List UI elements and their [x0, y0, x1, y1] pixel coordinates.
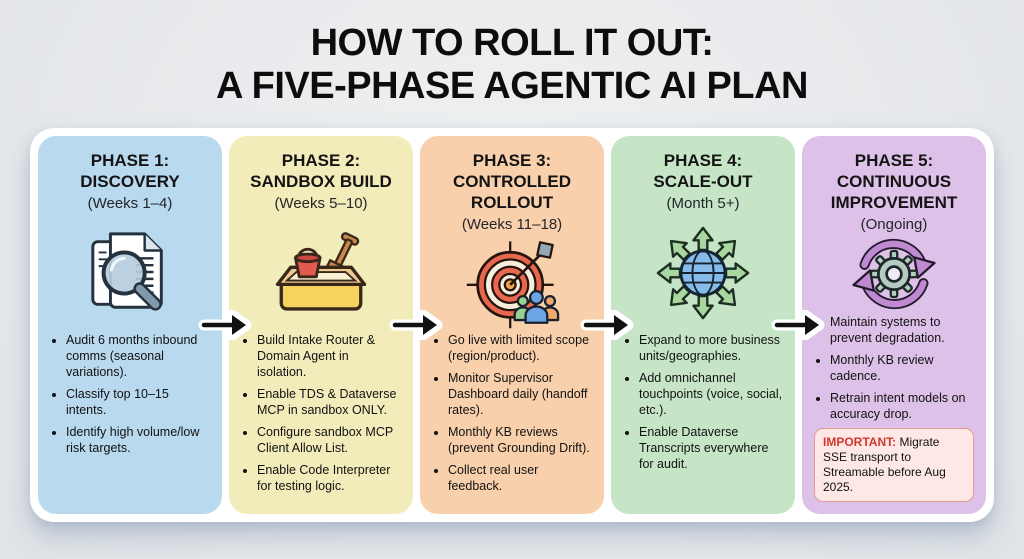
phase-1-bullets: Audit 6 months inbound comms (seasonal v…	[50, 332, 210, 502]
bullet: Enable Code Interpreter for testing logi…	[257, 462, 401, 494]
bullet: Build Intake Router & Domain Agent in is…	[257, 332, 401, 380]
bullet: Audit 6 months inbound comms (seasonal v…	[66, 332, 210, 380]
phase-1-label: DISCOVERY	[80, 172, 180, 191]
phase-2-name: PHASE 2:	[281, 151, 361, 170]
phase-4-card: PHASE 4: SCALE-OUT (Month 5+)	[611, 136, 795, 514]
important-note-label: IMPORTANT:	[823, 435, 897, 449]
bullet: Identify high volume/low risk targets.	[66, 424, 210, 456]
bullet: Retrain intent models on accuracy drop.	[830, 390, 974, 422]
phase-5-label: CONTINUOUS IMPROVEMENT	[830, 172, 958, 212]
bullet: Collect real user feedback.	[448, 462, 592, 494]
page-title-line2: A FIVE-PHASE AGENTIC AI PLAN	[216, 65, 808, 107]
phase-2-card: PHASE 2: SANDBOX BUILD (Weeks 5–10)	[229, 136, 413, 514]
important-note: IMPORTANT: Migrate SSE transport to Stre…	[814, 428, 974, 502]
phase-3-name: PHASE 3:	[472, 151, 552, 170]
phase-3-card: PHASE 3: CONTROLLED ROLLOUT (Weeks 11–18…	[420, 136, 604, 514]
phase-3-header: PHASE 3: CONTROLLED ROLLOUT (Weeks 11–18…	[432, 150, 592, 234]
phase-3-label: CONTROLLED ROLLOUT	[452, 172, 572, 212]
phase-2-subtitle: (Weeks 5–10)	[274, 195, 368, 212]
phase-1-card: PHASE 1: DISCOVERY (Weeks 1–4) Audit 6 m…	[38, 136, 222, 514]
phase-4-bullets: Expand to more business units/geographie…	[623, 332, 783, 502]
phase-1-subtitle: (Weeks 1–4)	[87, 195, 173, 212]
bullet: Go live with limited scope (region/produ…	[448, 332, 592, 364]
phase-2-header: PHASE 2: SANDBOX BUILD (Weeks 5–10)	[250, 150, 392, 213]
documents-magnifier-icon	[91, 231, 163, 311]
bullet: Enable TDS & Dataverse MCP in sandbox ON…	[257, 386, 401, 418]
phase-4-label: SCALE-OUT	[653, 172, 753, 191]
page-title-line1: HOW TO ROLL IT OUT:	[310, 22, 714, 64]
important-note-text: Migrate SSE transport to Streamable befo…	[823, 435, 946, 494]
phase-4-header: PHASE 4: SCALE-OUT (Month 5+)	[653, 150, 752, 213]
bullet: Monitor Supervisor Dashboard daily (hand…	[448, 370, 592, 418]
globe-expand-icon	[656, 226, 750, 319]
phase-4-subtitle: (Month 5+)	[666, 195, 740, 212]
bullet: Configure sandbox MCP Client Allow List.	[257, 424, 401, 456]
target-audience-icon	[466, 241, 560, 329]
phase-5-bullets: Maintain systems to prevent degradation.…	[814, 314, 974, 502]
sandbox-icon	[275, 231, 367, 311]
phase-4-name: PHASE 4:	[663, 151, 743, 170]
phase-3-bullets: Go live with limited scope (region/produ…	[432, 332, 592, 502]
phase-5-subtitle: (Ongoing)	[860, 216, 928, 233]
phase-2-label: SANDBOX BUILD	[250, 172, 392, 191]
bullet: Expand to more business units/geographie…	[639, 332, 783, 364]
phase-2-bullets: Build Intake Router & Domain Agent in is…	[241, 332, 401, 502]
gear-cycle-icon	[852, 238, 936, 310]
phase-3-subtitle: (Weeks 11–18)	[461, 216, 563, 233]
bullet: Enable Dataverse Transcripts everywhere …	[639, 424, 783, 472]
phase-5-card: PHASE 5: CONTINUOUS IMPROVEMENT (Ongoing…	[802, 136, 986, 514]
bullet: Monthly KB reviews (prevent Grounding Dr…	[448, 424, 592, 456]
bullet: Add omnichannel touchpoints (voice, soci…	[639, 370, 783, 418]
bullet: Maintain systems to prevent degradation.	[830, 314, 974, 346]
phase-5-name: PHASE 5:	[854, 151, 934, 170]
phase-1-header: PHASE 1: DISCOVERY (Weeks 1–4)	[80, 150, 180, 213]
bullet: Monthly KB review cadence.	[830, 352, 974, 384]
page-title: HOW TO ROLL IT OUT: A FIVE-PHASE AGENTIC…	[0, 22, 1024, 108]
phase-board: PHASE 1: DISCOVERY (Weeks 1–4) Audit 6 m…	[30, 128, 994, 522]
phase-1-name: PHASE 1:	[90, 151, 170, 170]
bullet: Classify top 10–15 intents.	[66, 386, 210, 418]
phase-5-header: PHASE 5: CONTINUOUS IMPROVEMENT (Ongoing…	[814, 150, 974, 234]
